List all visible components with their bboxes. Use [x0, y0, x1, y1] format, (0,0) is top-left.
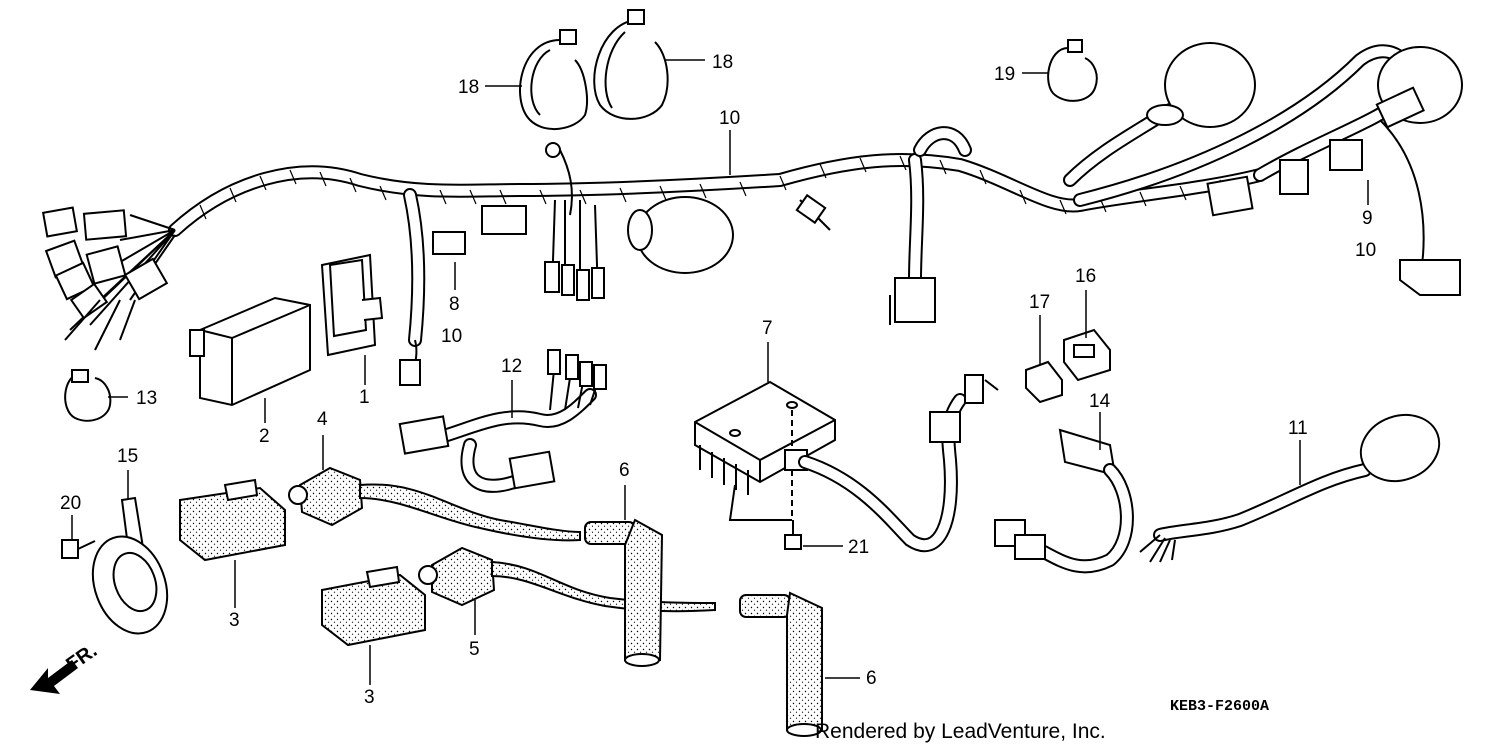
sub-harness-14: [994, 428, 1134, 574]
callout-18-right: 18: [712, 52, 733, 73]
callout-18-left: 18: [458, 77, 479, 98]
right-harness-components: [1146, 42, 1463, 296]
callout-21: 21: [848, 537, 869, 558]
regulator-7: [694, 374, 999, 553]
callout-10-top: 10: [719, 108, 740, 129]
callout-4: 4: [317, 409, 328, 430]
callout-16: 16: [1075, 266, 1096, 287]
spark-unit-3-lower: [321, 565, 426, 647]
callout-19: 19: [994, 64, 1015, 85]
callout-20: 20: [60, 493, 81, 514]
callout-3-lower: 3: [364, 687, 375, 708]
callout-1: 1: [359, 387, 370, 408]
harness-details: [399, 142, 936, 386]
callout-8: 8: [449, 294, 460, 315]
callout-12: 12: [501, 356, 522, 377]
ignition-coil-4: [288, 466, 581, 542]
ignition-coil-5: [418, 546, 716, 613]
callout-6-upper: 6: [619, 460, 630, 481]
callout-15: 15: [117, 446, 138, 467]
callout-10-right: 10: [1355, 240, 1376, 261]
callout-5: 5: [469, 639, 480, 660]
bolt-21: [784, 520, 802, 550]
left-connector-cluster: [41, 206, 176, 351]
callout-10-left: 10: [441, 326, 462, 347]
spark-unit-3-upper: [179, 478, 286, 562]
callout-13: 13: [136, 388, 157, 409]
callout-6-lower: 6: [866, 668, 877, 689]
leader-lines: [71, 59, 1369, 685]
band-clamp-13: [64, 369, 112, 422]
sub-harness-12: [398, 349, 607, 493]
band-clamp-18-right: [593, 9, 669, 120]
front-direction-arrow: FR.: [30, 640, 101, 694]
callout-14: 14: [1089, 391, 1111, 412]
callout-17: 17: [1029, 292, 1050, 313]
callout-2: 2: [259, 426, 270, 447]
spark-plug-cap-6-lower: [739, 591, 823, 737]
band-clamp-19: [1047, 39, 1098, 102]
relay-unit-1: [320, 253, 384, 357]
bolt-20: [61, 539, 96, 559]
relay-16: [1063, 328, 1111, 382]
relay-17: [1025, 360, 1063, 404]
credit-text: Rendered by LeadVenture, Inc.: [815, 720, 1106, 743]
horn-15: [91, 496, 169, 635]
callout-11: 11: [1288, 418, 1308, 439]
spark-plug-cap-6-upper: [584, 518, 664, 667]
callout-numbers: 18 18 19 10 8 10 9 10 1 2 4 13 15 20 3 3…: [60, 52, 1376, 708]
callout-3-upper: 3: [229, 610, 240, 631]
front-arrow-icon: [30, 660, 78, 694]
sub-harness-11: [1139, 413, 1441, 563]
callout-7: 7: [762, 318, 773, 339]
band-clamp-18-left: [519, 29, 588, 131]
diagram-code: KEB3-F2600A: [1170, 698, 1269, 715]
control-module-2: [189, 296, 311, 407]
callout-9: 9: [1362, 208, 1373, 229]
